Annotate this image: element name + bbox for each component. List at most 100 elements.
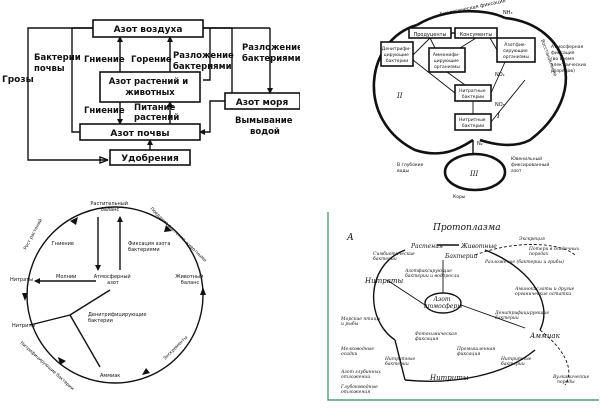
ammon-line3: организмы	[434, 65, 460, 70]
panel-detailed-nitrogen-cycle: А Протоплазма Растения Животные Бактерии…	[325, 210, 600, 408]
deep-water-line1: В глубокие	[397, 162, 424, 168]
lightning-label: Молнии	[56, 274, 76, 280]
loss-label: Потери в осадочных породах	[528, 246, 581, 257]
nitrite-bact-label: Нитритные бактерии	[459, 117, 487, 129]
fixation-label: Азотфиксирующие бактерии и водоросли	[404, 267, 459, 279]
protoplasm-label: Протоплазма	[432, 223, 501, 233]
air-nitrogen-label: Азот воздуха	[114, 25, 183, 35]
nitrite-bact-line2: бактерии	[462, 123, 484, 129]
decomposition-2-line2: бактериями	[242, 53, 300, 64]
nitrite-bact-line1: Нитритные	[500, 356, 532, 362]
denitrification-label: Денитрифицирующие бактерии	[88, 312, 148, 324]
volcanic-line2: породы	[557, 379, 575, 385]
washout-line2: водой	[250, 127, 280, 137]
atm-fixation-line3: (во время	[551, 56, 574, 62]
seafood-label: Морские птицы и рыбы	[340, 316, 382, 327]
deep-sea-label: Глубоководные отложения	[340, 383, 379, 395]
bottom-cycle-arc	[404, 349, 536, 382]
animals-label: Животные	[460, 243, 497, 250]
nitrites-label: Нитриты	[12, 323, 35, 329]
nfix-line2: сирующие	[503, 49, 528, 54]
nfix-line3: организмы	[503, 55, 529, 60]
seafood-line2: и рыбы	[341, 320, 359, 327]
deep-sea-line2: отложения	[341, 390, 370, 395]
volcanic-label: Ювенильный фиксированный азот	[511, 155, 551, 174]
sea-soil-line	[200, 100, 225, 133]
seafood-line1: Морские птицы	[340, 316, 381, 322]
no2-label: NO₂	[495, 72, 505, 78]
left-cycle-arc	[373, 249, 406, 341]
no3-label: NO₃	[495, 102, 505, 108]
excretion-line1: Экскреция	[519, 236, 545, 242]
rotting-label: Гниение	[52, 241, 74, 247]
plant-nitrogen-label: Азот растений и животных	[109, 77, 191, 98]
soil-bacteria-line1: Бактерии	[34, 53, 81, 63]
atm-fixation-label: Атмосферная фиксация (во время электриче…	[551, 44, 588, 74]
shallow-label: Мелководные осадки	[340, 346, 375, 357]
nitrates-label: Нитраты	[10, 277, 33, 283]
right-big-arc	[479, 16, 568, 147]
washout-label: Вымывание водой	[235, 116, 295, 137]
ammonia-label: Аммиак	[529, 332, 561, 340]
plant-eating-label: Поедание растений животными	[149, 205, 209, 263]
rot-label-2: Гниение	[84, 106, 125, 116]
industry-label: Промышленная фиксация	[456, 346, 497, 357]
volcanic-line2: фиксированный	[511, 161, 549, 168]
burning-label: Горение	[131, 55, 172, 65]
decomposition-label-2: Разложение бактериями	[242, 43, 300, 64]
nitrate-bact-line1: Нитратные	[384, 356, 416, 362]
aminoacids-label: Аминокислоты и другие органические остат…	[514, 286, 576, 297]
nitrites-label: Нитриты	[429, 374, 469, 382]
nitrate-bact-label: Нитратные бактерии	[384, 356, 417, 367]
photoch-line2: фиксация	[415, 335, 438, 342]
letter-a: А	[346, 233, 354, 243]
volcanic-line3: азот	[511, 169, 522, 174]
denitr-line3: бактерии	[386, 58, 408, 64]
ammonifying-box	[428, 47, 466, 73]
plant-nitrogen-line2: животных	[125, 88, 175, 98]
symbiotic-line2: бактерии	[373, 255, 397, 262]
denitr-label: Денитрифи- цирующие бактерии	[382, 46, 412, 64]
deep-label: Азот глубинных отложений	[340, 368, 382, 380]
storms-loop-line	[27, 27, 108, 161]
plant-balance-line2: баланс	[101, 207, 120, 213]
deep-water-line2: воды	[397, 169, 410, 174]
decomposition-1-line2: бактериями	[173, 61, 232, 72]
atm-nitrogen-line2: азот	[107, 280, 119, 286]
rocks-label: Коры	[453, 194, 466, 200]
animal-balance-line1: Животный	[175, 273, 203, 280]
n2-label: N₂	[477, 141, 483, 147]
sea-nitrogen-label: Азот моря	[236, 98, 289, 108]
nitrite-bact-label: Нитритные бактерии	[500, 356, 533, 367]
denitrifying-box	[380, 41, 414, 67]
storms-label: Грозы	[2, 75, 34, 85]
atm-n-line2: атмосферы	[424, 303, 462, 310]
fixation-line1: Азотфиксирующие	[404, 267, 452, 274]
animal-balance-line2: баланс	[181, 280, 200, 286]
ammon-label: Аммонифи- цирующие организмы	[433, 52, 461, 70]
fixation-line2: бактериями	[128, 247, 160, 253]
plant-balance-label: Растительный баланс	[90, 200, 129, 213]
fixation-line2: бактерии и водоросли	[405, 272, 459, 279]
atm-n-label: Азот атмосферы	[424, 296, 462, 310]
box-plant-animal-nitrogen	[99, 71, 201, 103]
denitrification-line1: Денитрифицирующие	[88, 312, 146, 318]
industry-line1: Промышленная	[456, 346, 495, 352]
atm-fixation-line4: электрических	[551, 63, 587, 68]
volcanic-label: Вулканические породы	[552, 374, 591, 385]
dashed-top-path	[474, 244, 576, 256]
volcanic-line1: Ювенильный	[511, 155, 542, 162]
nitrates-label: Нитраты	[364, 277, 404, 285]
nfix-line1: Азотфик-	[504, 42, 526, 48]
plants-label: Растения	[410, 243, 443, 250]
loss-line2: породах	[529, 251, 549, 257]
deep-line1: Азот глубинных	[340, 368, 381, 375]
atm-nitrogen-line1: Атмосферный	[94, 273, 131, 280]
washout-line1: Вымывание	[235, 116, 293, 126]
fertilizers-label: Удобрения	[121, 153, 179, 164]
atm-fixation-line2: фиксация	[551, 50, 575, 56]
deep-water-label: В глубокие воды	[397, 162, 425, 174]
soil-bacteria-line2: почвы	[34, 64, 65, 74]
atm-nitrogen-label: Атмосферный азот	[94, 273, 133, 286]
consumers-label: Консументы	[460, 32, 493, 38]
